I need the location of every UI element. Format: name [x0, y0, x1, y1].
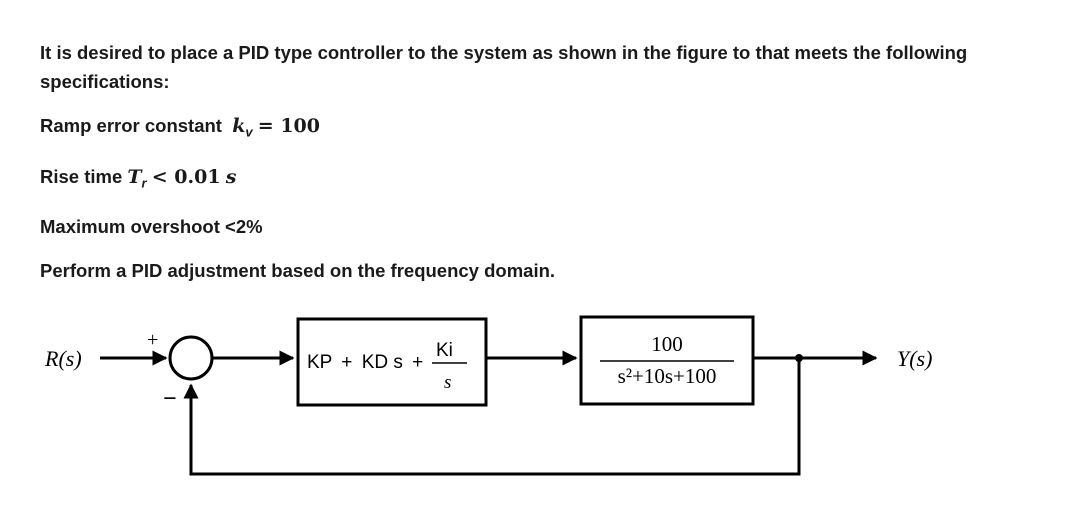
- task-text: Perform a PID adjustment based on the fr…: [40, 260, 556, 282]
- spec-ramp-error: Ramp error constant kv = 100: [40, 111, 1040, 147]
- kp-term: KP: [307, 352, 332, 373]
- rise-relation: < 0.01: [151, 165, 221, 188]
- feedback-path: [183, 358, 801, 476]
- ki-numerator: Ki: [436, 340, 453, 361]
- output-label: Y(s): [897, 346, 932, 371]
- ramp-relation: = 100: [257, 115, 320, 137]
- kd-term: KD s: [362, 352, 403, 373]
- input-label: R(s): [44, 346, 82, 371]
- rise-symbol: T: [127, 165, 142, 188]
- rise-label: Rise time: [40, 165, 123, 187]
- intro-text: It is desired to place a PID type contro…: [40, 42, 968, 92]
- plant-denominator: s²+10s+100: [618, 364, 717, 388]
- ki-denominator: s: [444, 372, 451, 393]
- plus-two: +: [412, 352, 423, 373]
- ramp-label: Ramp error constant: [40, 115, 222, 136]
- spec-rise-time: Rise time Tr < 0.01 s: [40, 162, 1040, 198]
- plus-sign: +: [147, 329, 158, 351]
- rise-subscript: r: [141, 175, 147, 191]
- pid-controller-block: [296, 317, 488, 407]
- plus-one: +: [341, 352, 352, 373]
- plant-numerator: 100: [651, 332, 683, 356]
- rise-unit: s: [225, 165, 237, 188]
- problem-statement: It is desired to place a PID type contro…: [40, 38, 1040, 285]
- block-diagram: R(s) + − KP + KD s + Ki s 100 s²+10s+100…: [44, 315, 932, 476]
- ramp-subscript: v: [245, 124, 253, 140]
- spec-overshoot: Maximum overshoot <2%: [40, 216, 263, 238]
- summing-junction: [168, 335, 214, 381]
- minus-sign: −: [163, 386, 177, 412]
- ramp-symbol: k: [232, 115, 246, 137]
- pid-expression: KP + KD s +: [307, 352, 423, 373]
